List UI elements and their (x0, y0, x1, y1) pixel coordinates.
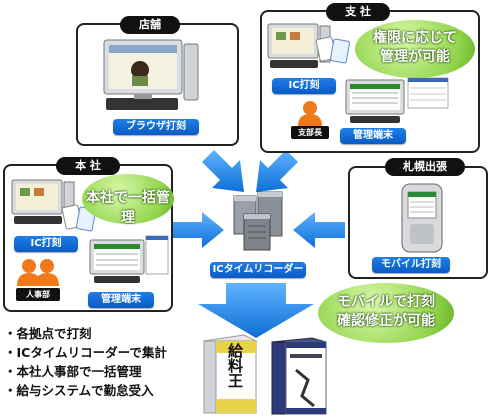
branch-terminal-label: 管理端末 (340, 128, 406, 144)
store-title: 店舗 (120, 16, 180, 34)
center-label: ICタイムリコーダー (210, 262, 306, 278)
feature-list: ・各拠点で打刻 ・ICタイムリコーダーで集計 ・本社人事部で一括管理 ・給与シス… (4, 324, 167, 400)
feature-item: ・本社人事部で一括管理 (4, 364, 142, 379)
hq-pc-icon (11, 179, 75, 224)
sapporo-bubble: モバイルで打刻確認修正が可能 (318, 283, 454, 343)
arrow-hq (172, 212, 224, 248)
feature-item: ・各拠点で打刻 (4, 326, 92, 341)
hq-terminal-label: 管理端末 (88, 292, 154, 308)
branch-title: 支 社 (326, 3, 390, 21)
kyuyo-ou-product-box (202, 334, 258, 414)
arrow-sapporo (293, 212, 345, 248)
feature-item: ・給与システムで勤怠受入 (4, 383, 154, 398)
branch-person-label: 支部長 (291, 126, 329, 139)
sapporo-title: 札幌出張 (385, 158, 465, 176)
hq-bubble-text: 本社で一括管理 (86, 190, 170, 226)
hq-bubble: 本社で一括管理 (82, 174, 174, 226)
mobile-phone-icon (401, 183, 443, 253)
branch-ic-card-icon (315, 36, 350, 64)
arrow-branch (256, 150, 300, 192)
hq-person-icon (17, 259, 59, 286)
branch-person-icon (298, 101, 322, 126)
hq-person-label: 人事部 (16, 288, 60, 301)
software-product-box (271, 337, 327, 415)
feature-item: ・ICタイムリコーダーで集計 (4, 345, 167, 360)
hq-terminal-icon (89, 235, 169, 283)
branch-ic-label: IC打刻 (272, 78, 336, 94)
arrow-store (200, 150, 244, 192)
server-icon (233, 191, 283, 251)
arrow-down (198, 283, 314, 338)
store-pc-icon (103, 39, 199, 110)
branch-terminal-icon (345, 77, 449, 123)
sapporo-bubble-text: モバイルで打刻確認修正が可能 (337, 294, 435, 329)
sapporo-label: モバイル打刻 (372, 257, 450, 273)
store-label: ブラウザ打刻 (113, 119, 199, 135)
hq-title: 本 社 (56, 157, 120, 175)
branch-bubble: 権限に応じて管理が可能 (355, 20, 475, 78)
kyuyo-ou-title: 給料王 (226, 343, 244, 388)
branch-bubble-text: 権限に応じて管理が可能 (373, 30, 457, 65)
hq-ic-label: IC打刻 (14, 236, 78, 252)
